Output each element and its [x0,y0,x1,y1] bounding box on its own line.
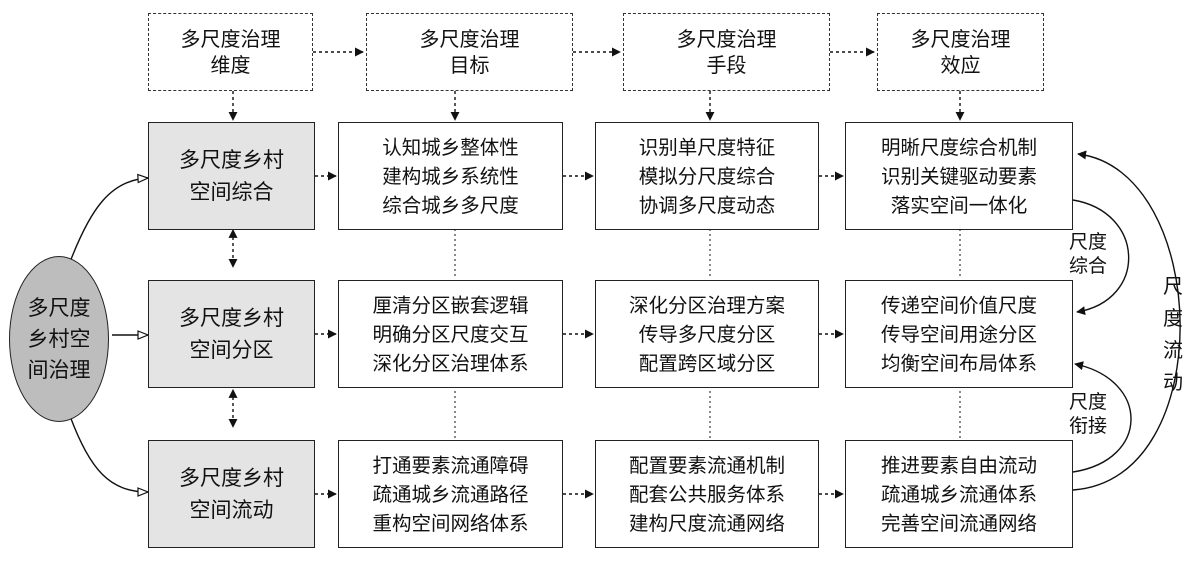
goal-box-synthesis: 认知城乡整体性 建构城乡系统性 综合城乡多尺度 [338,122,563,230]
effect-box-synthesis: 明晰尺度综合机制 识别关键驱动要素 落实空间一体化 [845,122,1073,230]
oval-link-top [69,178,148,263]
center-oval: 多尺度 乡村空 间治理 [9,256,109,422]
dimension-box-flow: 多尺度乡村 空间流动 [148,440,315,548]
oval-link-bottom [69,415,148,492]
header-effect: 多尺度治理 效应 [877,13,1044,91]
effect-box-flow: 推进要素自由流动 疏通城乡流通体系 完善空间流通网络 [845,440,1073,548]
label-scale-flow: 尺 度 流 动 [1163,274,1183,394]
dimension-box-zoning: 多尺度乡村 空间分区 [148,280,315,388]
header-goal: 多尺度治理 目标 [366,13,573,91]
goal-box-zoning: 厘清分区嵌套逻辑 明确分区尺度交互 深化分区治理体系 [338,280,563,388]
goal-box-flow: 打通要素流通障碍 疏通城乡流通路径 重构空间网络体系 [338,440,563,548]
means-box-synthesis: 识别单尺度特征 模拟分尺度综合 协调多尺度动态 [595,122,819,230]
means-box-flow: 配置要素流通机制 配套公共服务体系 建构尺度流通网络 [595,440,819,548]
label-scale-synthesis: 尺度 综合 [1068,231,1107,277]
scale-flow-arrow [1072,150,1181,491]
header-dimension: 多尺度治理 维度 [148,13,313,91]
scale-linkage-arrow [1072,361,1132,473]
label-scale-linkage: 尺度 衔接 [1068,391,1107,437]
means-box-zoning: 深化分区治理方案 传导多尺度分区 配置跨区域分区 [595,280,819,388]
scale-synthesis-arrow [1072,199,1130,316]
effect-box-zoning: 传递空间价值尺度 传导空间用途分区 均衡空间布局体系 [845,280,1073,388]
header-means: 多尺度治理 手段 [623,13,830,91]
dimension-box-synthesis: 多尺度乡村 空间综合 [148,122,315,230]
